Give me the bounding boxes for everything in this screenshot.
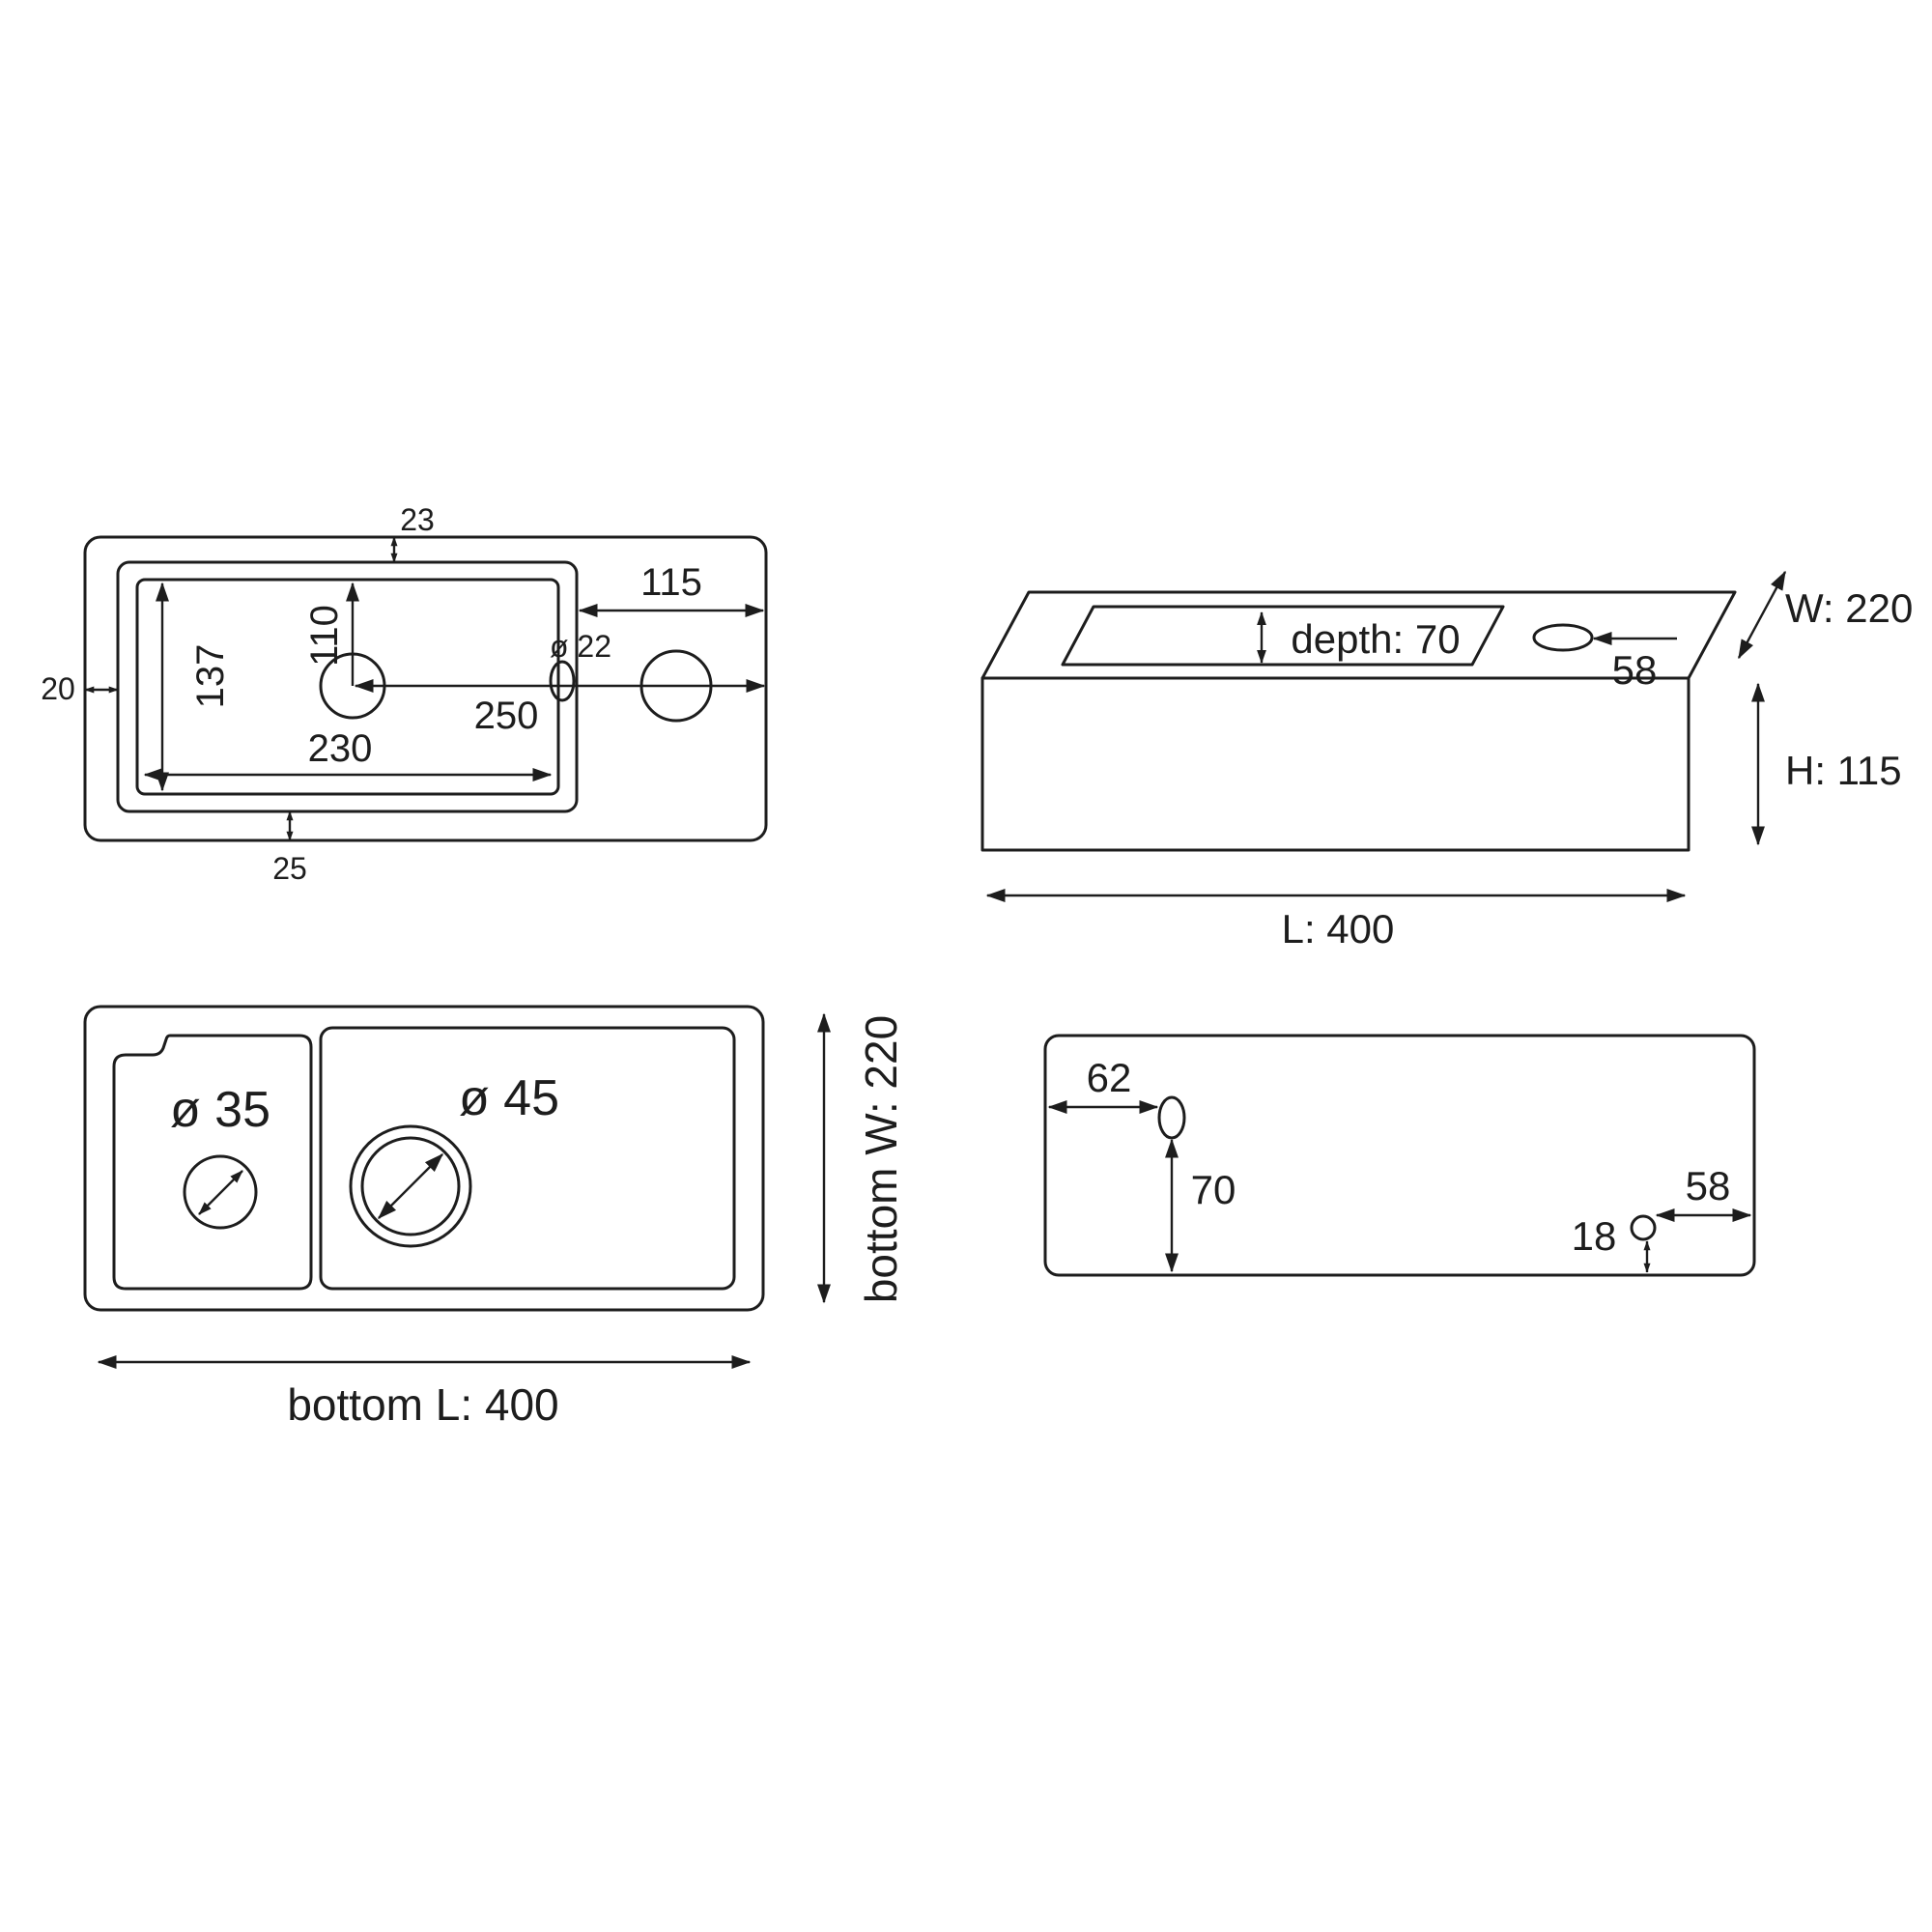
bottom-view: ø 35 ø 45 bottom W: 220 bottom L: 400 — [83, 1005, 906, 1430]
dim-label-bottom-length: bottom L: 400 — [287, 1379, 558, 1430]
bottom-outer-outline — [83, 1005, 765, 1312]
dim-label-wall-left: 20 — [41, 671, 75, 706]
right-compartment — [319, 1026, 736, 1291]
ring-inner — [360, 1136, 461, 1236]
dim-label-hole-y: 18 — [1572, 1213, 1617, 1259]
dim-label-hole-x: 58 — [1686, 1163, 1731, 1208]
dim-label-deck-right: 115 — [640, 561, 702, 604]
dim-label-offset-bottom: 25 — [272, 851, 307, 886]
overflow-hole — [549, 660, 576, 702]
drain-hole-bottom — [183, 1154, 258, 1230]
dim-label-length: L: 400 — [1282, 906, 1395, 952]
dia-label-35: ø 35 — [170, 1082, 270, 1138]
dia-arrow-45 — [378, 1153, 443, 1219]
dim-label-width: W: 220 — [1785, 585, 1913, 631]
ring-outer — [349, 1124, 472, 1248]
left-compartment — [112, 1034, 313, 1291]
dia-arrow-35 — [198, 1170, 243, 1215]
dim-label-overflow-y: 70 — [1191, 1167, 1236, 1212]
dim-label-offset-top: 23 — [400, 502, 435, 537]
basin-recess — [1061, 605, 1505, 667]
dim-label-basin-length: 230 — [308, 727, 373, 770]
tap-hole-front — [1532, 623, 1594, 652]
front-view: depth: 70 58 W: 220 H: 115 L: 400 — [980, 570, 1913, 952]
fixing-hole — [1630, 1214, 1657, 1241]
front-face — [980, 676, 1690, 852]
dim-label-tap-offset: 58 — [1612, 647, 1658, 693]
underside-outline — [1043, 1034, 1756, 1277]
dim-label-depth: depth: 70 — [1291, 616, 1460, 662]
dia-label-45: ø 45 — [459, 1070, 559, 1126]
dim-label-hole-y: 110 — [303, 605, 346, 667]
dim-label-overflow-x: 62 — [1087, 1055, 1132, 1100]
dim-label-bottom-width: bottom W: 220 — [856, 1015, 906, 1303]
dim-label-overflow-dia: ø 22 — [550, 629, 611, 664]
dim-label-hole-x: 250 — [474, 695, 539, 737]
dim-label-basin-width: 137 — [189, 644, 232, 709]
dim-label-height: H: 115 — [1785, 748, 1902, 793]
overflow-slot — [1157, 1095, 1186, 1140]
top-view: 23 115 110 137 20 250 230 25 ø 22 — [41, 502, 768, 886]
underside-view: 62 70 58 18 — [1043, 1034, 1756, 1277]
dim-arrow-width — [1737, 570, 1787, 660]
